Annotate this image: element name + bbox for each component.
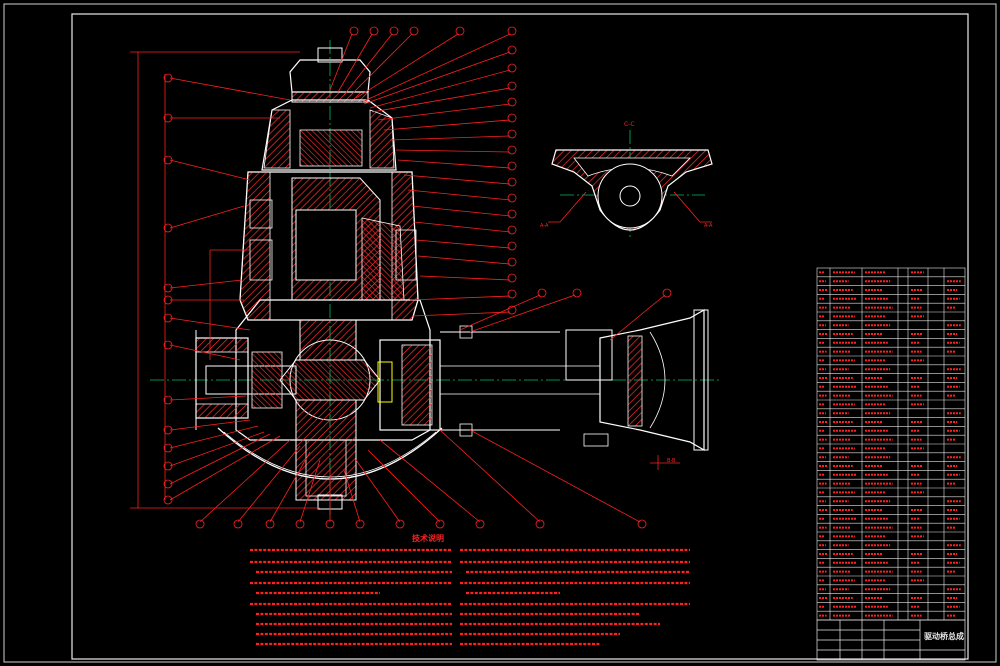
dimension-lines [130,51,680,509]
centerlines [150,40,720,515]
right-axle-housing [377,308,709,452]
section-callout-left: A-A [540,223,549,229]
notes-heading: 技术说明 [412,533,444,543]
section-view-c-c: C-C A-A A-A [540,121,713,231]
parts-list-entries [819,271,961,617]
section-callout-right: A-A [704,223,713,229]
parts-list-table [816,267,966,621]
left-axle-housing [195,330,297,430]
title-block [816,619,966,661]
drawing-frame [3,3,997,663]
notes-text-lines [250,548,690,646]
final-drive-housing [217,47,443,510]
technical-notes: 技术说明 [250,533,690,646]
leader-lines [169,33,666,523]
view-label: B-B [667,458,676,464]
title-block-name: 驱动桥总成 [924,631,964,641]
section-label: C-C [624,121,635,128]
callout-balloons [163,26,672,529]
